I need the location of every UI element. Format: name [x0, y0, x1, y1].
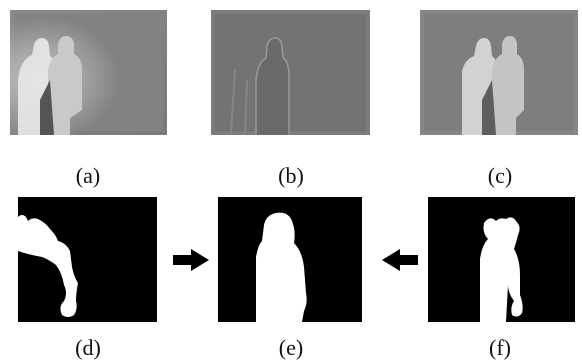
panel-a-thermal-image: [10, 10, 167, 135]
panel-e-mask: [218, 197, 362, 322]
caption-a: (a): [75, 163, 101, 188]
caption-f: (f): [489, 335, 511, 360]
arrow-right-icon: [173, 249, 209, 276]
caption-c: (c): [487, 163, 513, 188]
panel-f-mask: [428, 197, 575, 322]
caption-e: (e): [278, 335, 304, 360]
panel-c-fused-image: [420, 10, 578, 135]
caption-d: (d): [75, 335, 101, 360]
caption-b: (b): [278, 163, 304, 188]
arrow-left-icon: [382, 249, 418, 276]
panel-d-mask: [18, 197, 157, 322]
panel-b-difference-image: [211, 10, 370, 135]
